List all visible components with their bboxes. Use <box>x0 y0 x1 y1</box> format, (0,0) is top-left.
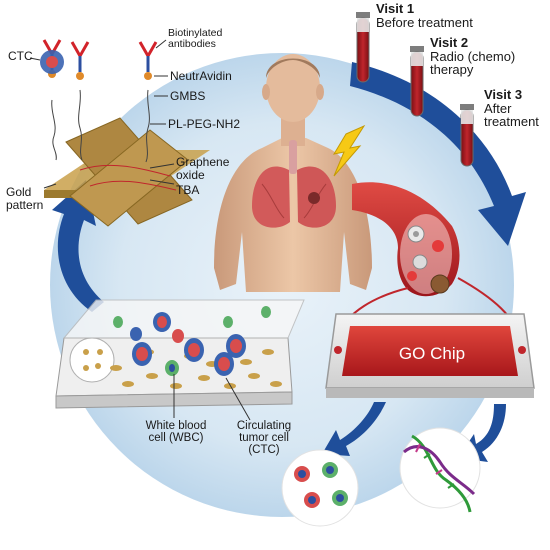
lungs <box>252 140 336 228</box>
label-wbc-line2: cell (WBC) <box>148 432 204 445</box>
antibody-icon <box>42 39 158 80</box>
visit-1-title: Visit 1 <box>376 1 415 16</box>
label-graphene-line1: Graphene <box>176 155 230 169</box>
visit-2-line2: therapy <box>430 62 474 78</box>
label-gold-line2: pattern <box>6 197 44 212</box>
go-chip-label: GO Chip <box>398 344 466 363</box>
device-surface <box>55 299 305 421</box>
visit-2-title: Visit 2 <box>430 35 469 50</box>
label-wbc: White blood cell (WBC) <box>134 420 218 444</box>
label-circulating-tumor-cell: Circulating tumor cell (CTC) <box>222 420 306 456</box>
cells-result <box>281 449 359 527</box>
lightning-icon <box>332 124 366 177</box>
pointer-lines <box>29 39 175 189</box>
visit-3-line2: treatment <box>484 114 539 130</box>
ctc-cell <box>40 50 64 74</box>
graphene-gold-pattern <box>44 117 210 227</box>
label-biotinylated-line2: antibodies <box>168 38 216 51</box>
visit-3: Visit 3 After treatment <box>484 88 539 129</box>
label-gold-pattern: Gold pattern <box>6 186 43 211</box>
dna-icon <box>399 427 481 513</box>
blood-vessel-icon <box>352 182 460 297</box>
visit-2-line1: Radio (chemo) <box>430 48 516 64</box>
label-ctc-line2: tumor cell <box>239 432 289 445</box>
label-gmbs: GMBS <box>170 89 206 103</box>
label-pl-peg-nh2: PL-PEG-NH2 <box>168 117 241 131</box>
label-ctc-line1: Circulating <box>236 420 292 432</box>
visit-3-title: Visit 3 <box>484 87 523 102</box>
label-graphene-oxide: Graphene oxide <box>176 156 229 181</box>
label-biotinylated-antibodies: Biotinylated antibodies <box>168 27 223 51</box>
arrow-to-cells <box>322 402 386 456</box>
label-neutravidin: NeutrAvidin <box>170 69 232 83</box>
label-ctc: CTC <box>8 49 33 63</box>
visit-1-line1: Before treatment <box>376 14 473 30</box>
label-ctc-line3: (CTC) <box>248 444 280 457</box>
linker-chains <box>51 89 150 163</box>
label-tba: TBA <box>176 183 200 197</box>
blood-tubes <box>356 12 474 167</box>
captured-cells <box>113 306 271 376</box>
visit-2: Visit 2 Radio (chemo) therapy <box>430 36 515 77</box>
visit-3-line1: After <box>484 100 512 116</box>
label-wbc-line1: White blood <box>145 420 207 432</box>
label-biotinylated-line1: Biotinylated <box>168 27 223 39</box>
go-chip-graphic <box>325 313 535 398</box>
visit-1: Visit 1 Before treatment <box>376 2 473 29</box>
label-gold-line1: Gold <box>6 185 32 199</box>
label-graphene-line2: oxide <box>176 167 205 182</box>
